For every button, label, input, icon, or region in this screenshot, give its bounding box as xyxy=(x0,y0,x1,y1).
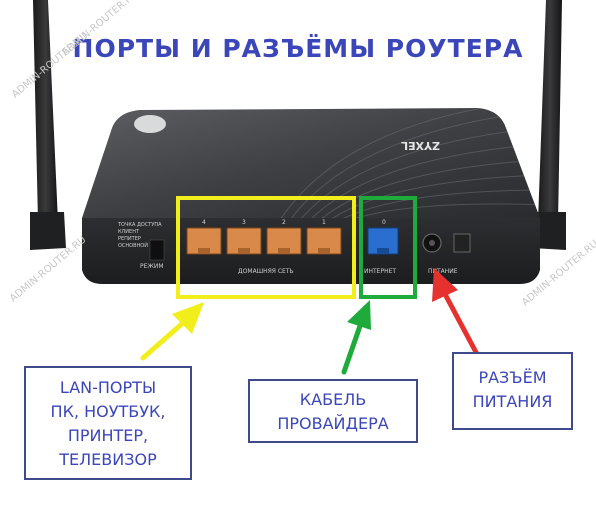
lan-port-clip xyxy=(318,248,330,254)
wan-highlight-frame xyxy=(359,196,417,299)
mode-caption: РЕЖИМ xyxy=(140,263,164,270)
wan-callout-box: КАБЕЛЬ ПРОВАЙДЕРА xyxy=(248,379,418,443)
wan-callout-line-2: ПРОВАЙДЕРА xyxy=(277,414,389,433)
lan-port-clip xyxy=(198,248,210,254)
router-top xyxy=(82,108,540,218)
left-antenna xyxy=(33,0,58,222)
page-title: ПОРТЫ И РАЗЪЁМЫ РОУТЕРА xyxy=(72,34,524,63)
lan-port-clip xyxy=(238,248,250,254)
power-button xyxy=(453,233,471,253)
mode-switch xyxy=(149,239,165,261)
brand-logo: ZYXEL xyxy=(401,139,440,152)
lan-port-number: 3 xyxy=(242,219,246,226)
top-wave-texture xyxy=(279,108,540,218)
wan-port-clip xyxy=(377,248,389,254)
mode-label-repeater: РЕПИТЕР xyxy=(118,236,141,242)
lan-callout-line-1: LAN-ПОРТЫ xyxy=(59,378,157,397)
power-callout-line-1: РАЗЪЁМ xyxy=(478,368,547,387)
right-antenna xyxy=(538,0,562,222)
lan-caption: ДОМАШНЯЯ СЕТЬ xyxy=(238,268,294,275)
lan-callout-line-3: ПРИНТЕР, xyxy=(67,426,149,445)
wan-caption: ИНТЕРНЕТ xyxy=(364,268,396,275)
lan-callout-box: LAN-ПОРТЫ ПК, НОУТБУК, ПРИНТЕР, ТЕЛЕВИЗО… xyxy=(24,366,192,480)
lan-port-number: 2 xyxy=(282,219,286,226)
mode-label-client: КЛИЕНТ xyxy=(118,229,140,235)
lan-port-clip xyxy=(278,248,290,254)
right-antenna-base xyxy=(532,212,566,250)
left-antenna-base xyxy=(30,212,66,250)
mode-label-ap: ТОЧКА ДОСТУПА xyxy=(117,222,162,228)
lan-port-number: 4 xyxy=(202,219,206,226)
lan-highlight-frame xyxy=(176,196,356,299)
mode-label-main: ОСНОВНОЙ xyxy=(118,242,148,249)
lan-callout-line-2: ПК, НОУТБУК, xyxy=(50,402,166,421)
lan-arrow xyxy=(140,302,204,361)
lan-callout-line-4: ТЕЛЕВИЗОР xyxy=(59,450,157,469)
mode-switch-labels: ТОЧКА ДОСТУПА КЛИЕНТ РЕПИТЕР ОСНОВНОЙ xyxy=(117,222,162,249)
wan-number: 0 xyxy=(382,219,386,226)
lan-port-number: 1 xyxy=(322,219,326,226)
power-callout-line-2: ПИТАНИЯ xyxy=(472,392,553,411)
power-caption: ПИТАНИЕ xyxy=(428,268,458,275)
wps-button xyxy=(134,115,166,133)
wan-arrow xyxy=(341,300,371,375)
power-callout-box: РАЗЪЁМ ПИТАНИЯ xyxy=(452,352,573,430)
power-arrow xyxy=(432,268,481,359)
lan-ports-group: 4 3 2 1 xyxy=(186,219,342,255)
wan-callout-line-1: КАБЕЛЬ xyxy=(299,390,367,409)
